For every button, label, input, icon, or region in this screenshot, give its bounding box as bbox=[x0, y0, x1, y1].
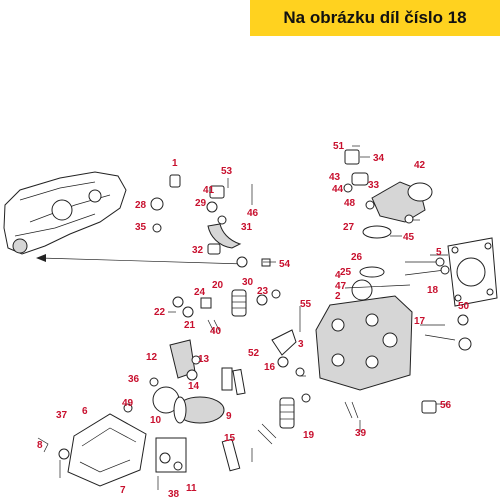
callout-13: 13 bbox=[198, 354, 210, 365]
callout-17: 17 bbox=[414, 316, 426, 327]
callout-25: 25 bbox=[340, 267, 352, 278]
callout-45: 45 bbox=[403, 232, 415, 243]
callout-37: 37 bbox=[56, 410, 68, 421]
cylinder-head-drawing bbox=[315, 257, 472, 419]
callout-55: 55 bbox=[300, 299, 312, 310]
title-banner: Na obrázku díl číslo 18 bbox=[250, 0, 500, 36]
callout-1: 1 bbox=[172, 158, 178, 169]
intake-drawing bbox=[343, 149, 433, 239]
banner-text: Na obrázku díl číslo 18 bbox=[283, 8, 467, 27]
callout-42: 42 bbox=[414, 160, 426, 171]
callout-11: 11 bbox=[186, 483, 197, 494]
leader-arrow bbox=[39, 257, 246, 265]
callout-49: 49 bbox=[122, 398, 134, 409]
callout-31: 31 bbox=[241, 222, 253, 233]
callout-43: 43 bbox=[329, 172, 341, 183]
callout-50: 50 bbox=[458, 301, 470, 312]
callout-10: 10 bbox=[150, 415, 162, 426]
callout-5: 5 bbox=[436, 247, 442, 258]
crankcase-drawing bbox=[3, 171, 127, 255]
callout-20: 20 bbox=[212, 280, 224, 291]
callout-33: 33 bbox=[368, 180, 380, 191]
valve-spring-drawing bbox=[231, 289, 311, 429]
callout-22: 22 bbox=[154, 307, 166, 318]
callout-30: 30 bbox=[242, 277, 254, 288]
callout-44: 44 bbox=[332, 184, 344, 195]
callout-36: 36 bbox=[128, 374, 140, 385]
callout-53: 53 bbox=[221, 166, 233, 177]
callout-52: 52 bbox=[248, 348, 260, 359]
callout-46: 46 bbox=[247, 208, 259, 219]
callout-34: 34 bbox=[373, 153, 385, 164]
callout-35: 35 bbox=[135, 222, 147, 233]
callout-32: 32 bbox=[192, 245, 204, 256]
shaft-drawing bbox=[221, 368, 277, 472]
callout-2: 2 bbox=[335, 291, 341, 302]
callout-29: 29 bbox=[195, 198, 207, 209]
callout-16: 16 bbox=[264, 362, 276, 373]
callout-12: 12 bbox=[146, 352, 158, 363]
callout-39: 39 bbox=[355, 428, 367, 439]
camshaft-drawing bbox=[149, 339, 233, 424]
small-parts bbox=[150, 174, 271, 268]
callout-51: 51 bbox=[333, 141, 345, 152]
callout-21: 21 bbox=[184, 320, 196, 331]
callout-27: 27 bbox=[343, 222, 355, 233]
callout-56: 56 bbox=[440, 400, 452, 411]
callout-19: 19 bbox=[303, 430, 315, 441]
leader-lines bbox=[168, 145, 450, 432]
callout-38: 38 bbox=[168, 489, 180, 500]
callout-6: 6 bbox=[82, 406, 88, 417]
callout-28: 28 bbox=[135, 200, 147, 211]
callout-23: 23 bbox=[257, 286, 269, 297]
callout-41: 41 bbox=[203, 185, 215, 196]
callout-18: 18 bbox=[427, 285, 439, 296]
callout-4: 4 bbox=[335, 270, 341, 281]
callout-15: 15 bbox=[224, 433, 236, 444]
callout-24: 24 bbox=[194, 287, 206, 298]
callout-14: 14 bbox=[188, 381, 200, 392]
callout-26: 26 bbox=[351, 252, 363, 263]
callout-54: 54 bbox=[279, 259, 291, 270]
callout-labels: 1 2 3 4 5 6 7 8 9 10 11 12 13 14 15 16 1… bbox=[37, 141, 470, 500]
callout-47: 47 bbox=[335, 281, 347, 292]
callout-48: 48 bbox=[344, 198, 356, 209]
callout-3: 3 bbox=[298, 339, 304, 350]
arrow-head bbox=[36, 254, 46, 262]
callout-7: 7 bbox=[120, 485, 126, 496]
valve-cover-drawing bbox=[37, 403, 187, 490]
callout-40: 40 bbox=[210, 326, 222, 337]
rocker-drawing bbox=[172, 296, 305, 377]
callout-8: 8 bbox=[37, 440, 43, 451]
callout-9: 9 bbox=[226, 411, 232, 422]
gasket-drawing bbox=[447, 237, 498, 307]
